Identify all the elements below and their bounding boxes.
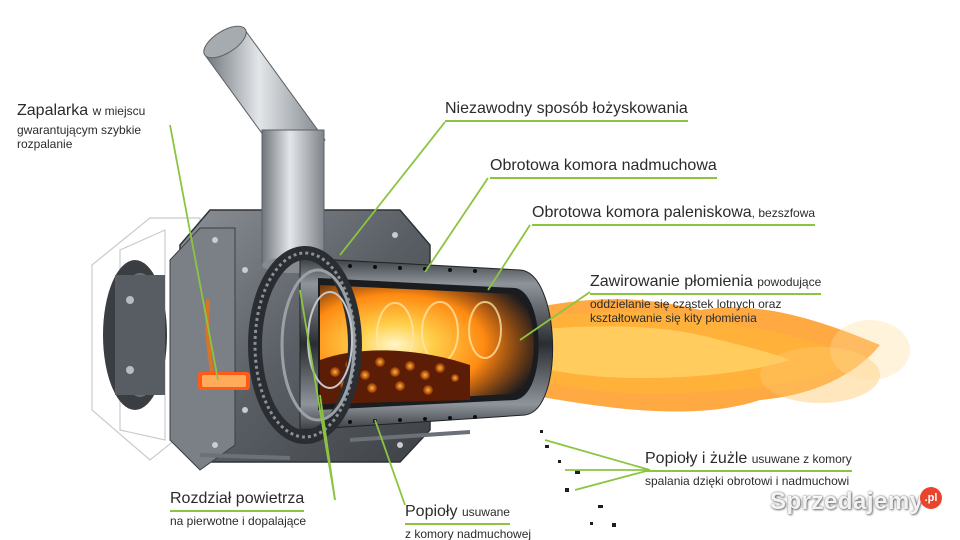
watermark-text: Sprzedajemy (770, 488, 924, 515)
ash-suffix: usuwane (461, 505, 510, 519)
label-blow-chamber: Obrotowa komora nadmuchowa (490, 157, 717, 180)
ash-slag-title: Popioły i żużle (645, 450, 748, 467)
igniter-rest: w miejscu (92, 104, 146, 118)
ash-slag-line2: spalania dzięki obrotowi i nadmuchowi (645, 474, 850, 489)
combustion-chamber (299, 257, 554, 431)
watermark-badge: .pl (920, 487, 942, 509)
label-furnace-chamber: Obrotowa komora paleniskowa, bezszfowa (532, 204, 816, 227)
label-ash-slag: Popioły i żużle usuwane z komory spalani… (645, 450, 852, 489)
ash-title: Popioły (405, 503, 458, 520)
furnace-chamber-title: Obrotowa komora paleniskowa (532, 204, 752, 221)
swirl-line3: kształtowanie się kity płomienia (590, 311, 757, 326)
label-igniter: Zapalarka w miejscu gwarantującym szybki… (17, 102, 145, 152)
igniter-element (198, 299, 250, 390)
igniter-title: Zapalarka (17, 102, 89, 119)
label-bearing: Niezawodny sposób łożyskowania (445, 100, 688, 123)
air-inlet-pipe (203, 25, 326, 273)
flame-plume (480, 299, 910, 412)
tie-rods (199, 430, 471, 460)
swirl-title: Zawirowanie płomienia (590, 273, 753, 290)
air-split-title: Rozdział powietrza (170, 490, 305, 513)
furnace-chamber-suffix: , bezszfowa (751, 206, 816, 220)
leader-lines (169, 121, 651, 506)
igniter-line2: gwarantującym szybkie (17, 123, 142, 138)
swirl-line2: oddzielanie się cząstek lotnych oraz (590, 297, 782, 312)
label-air-split: Rozdział powietrza na pierwotne i dopala… (170, 490, 306, 529)
air-split-line2: na pierwotne i dopalające (170, 514, 307, 529)
blow-chamber-title: Obrotowa komora nadmuchowa (490, 157, 717, 174)
ash-line2: z komory nadmuchowej (405, 527, 532, 540)
igniter-line3: rozpalanie (17, 137, 73, 152)
label-ash: Popioły usuwane z komory nadmuchowej (405, 503, 531, 540)
label-swirl: Zawirowanie płomienia powodujące oddziel… (590, 273, 822, 326)
ash-particles (540, 430, 616, 527)
ash-slag-suffix: usuwane z komory (751, 452, 852, 466)
motor-block (103, 260, 167, 410)
gear-ring (248, 246, 362, 444)
bearing-title: Niezawodny sposób łożyskowania (445, 100, 688, 117)
swirl-suffix: powodujące (757, 275, 822, 289)
